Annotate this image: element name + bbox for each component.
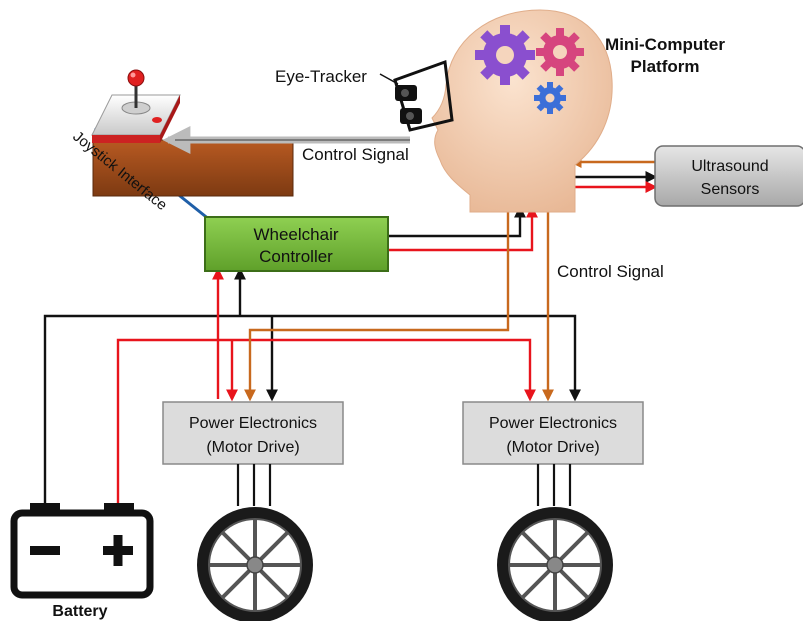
control-signal-top-label: Control Signal bbox=[302, 145, 409, 164]
wheelchair-label-line2: Controller bbox=[259, 247, 333, 266]
mini-computer-label-line2: Platform bbox=[631, 57, 700, 76]
battery-black-bus bbox=[43, 314, 581, 503]
eye-tracker-label: Eye-Tracker bbox=[275, 67, 367, 86]
joystick-base-block bbox=[92, 139, 294, 197]
controller-red-to-computer bbox=[388, 205, 538, 252]
motor-wires bbox=[236, 464, 572, 506]
battery-red-bus bbox=[116, 338, 536, 503]
ultrasound-label-line2: Sensors bbox=[701, 181, 760, 198]
power-left-label-line1: Power Electronics bbox=[189, 415, 317, 432]
gears-icon bbox=[475, 25, 584, 114]
power-electronics-left-box: Power Electronics (Motor Drive) bbox=[162, 401, 344, 465]
power-left-label-line2: (Motor Drive) bbox=[206, 439, 299, 456]
wheelchair-controller-box: Wheelchair Controller bbox=[204, 216, 389, 272]
wheelchair-label-line1: Wheelchair bbox=[253, 225, 338, 244]
power-electronics-right-box: Power Electronics (Motor Drive) bbox=[462, 401, 644, 465]
orange-signal-left bbox=[244, 210, 510, 402]
eye-tracker-glasses-icon bbox=[379, 59, 454, 132]
power-right-label-line1: Power Electronics bbox=[489, 415, 617, 432]
ultrasound-label-line1: Ultrasound bbox=[691, 158, 768, 175]
wheel-icon bbox=[197, 507, 313, 621]
wheel-icon bbox=[497, 507, 613, 621]
mini-computer-label-line1: Mini-Computer bbox=[605, 35, 725, 54]
controller-black-to-computer bbox=[388, 205, 526, 238]
ultrasound-sensors-box: Ultrasound Sensors bbox=[654, 145, 803, 207]
control-signal-right-label: Control Signal bbox=[557, 262, 664, 281]
joystick-icon bbox=[91, 69, 294, 197]
power-right-label-line2: (Motor Drive) bbox=[506, 439, 599, 456]
battery-icon bbox=[10, 503, 154, 599]
battery-label: Battery bbox=[52, 603, 107, 620]
